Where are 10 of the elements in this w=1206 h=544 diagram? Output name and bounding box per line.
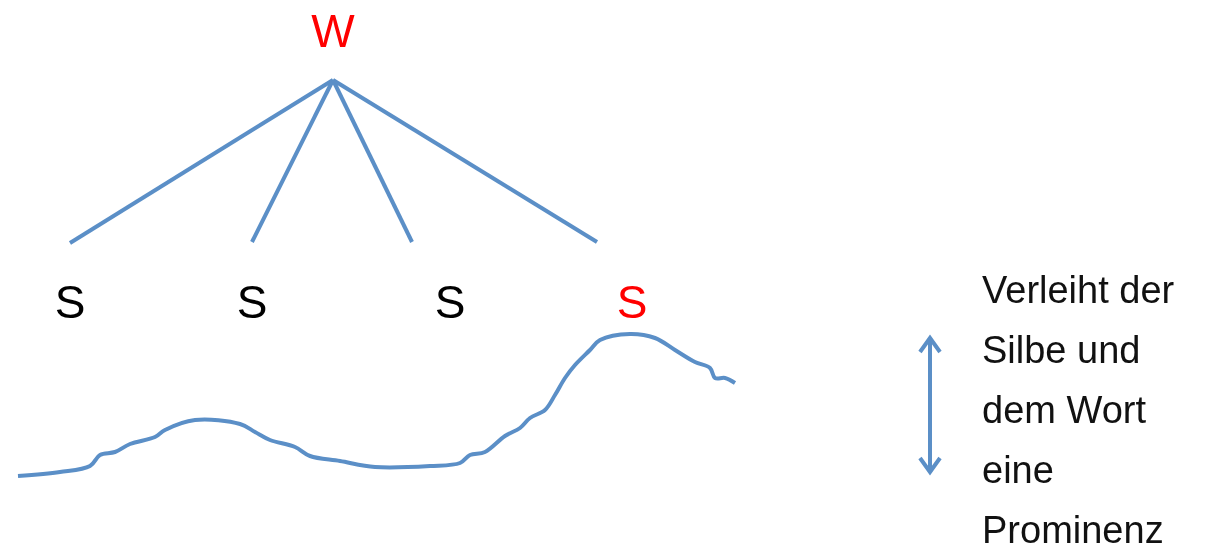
syllable-symbol: S (434, 279, 466, 325)
word-symbol: W (311, 8, 355, 54)
tree-branch-line (331, 78, 599, 244)
tree-branch-line (331, 79, 414, 243)
syllable-symbol: S (616, 279, 648, 325)
syllable-symbol: S (236, 279, 268, 325)
tree-branch-line (68, 78, 335, 245)
tree-branch-line (250, 79, 335, 243)
syllable-symbol: S (54, 279, 86, 325)
prominence-note: Verleiht der Silbe und dem Wort eine Prominenz (982, 268, 1176, 544)
